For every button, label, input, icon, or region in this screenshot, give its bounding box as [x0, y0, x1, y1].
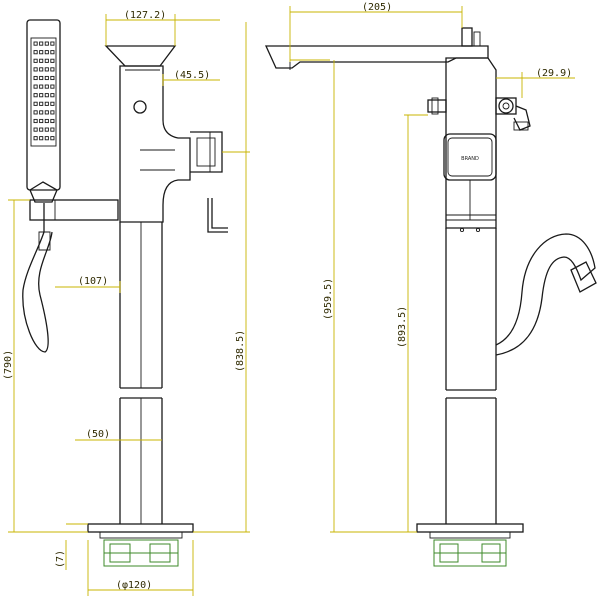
- side-brand-label: BRAND: [461, 156, 479, 162]
- shower-nozzle: [39, 84, 44, 89]
- dim-top-width: (127.2): [124, 10, 166, 21]
- shower-nozzle: [44, 58, 49, 63]
- shower-nozzle: [39, 41, 44, 46]
- shower-nozzle: [33, 75, 38, 81]
- shower-nozzle: [39, 93, 44, 98]
- shower-nozzle: [33, 50, 38, 55]
- shower-nozzle-grid: [33, 41, 55, 141]
- shower-nozzle: [33, 58, 38, 63]
- shower-nozzle: [50, 50, 55, 55]
- shower-nozzle: [44, 93, 49, 98]
- shower-nozzle: [44, 50, 49, 55]
- side-right-valve: [495, 97, 531, 131]
- dim-bracket-offset: (107): [78, 276, 108, 287]
- side-gooseneck-spout: [495, 233, 596, 356]
- dim-base-diameter: (φ120): [116, 580, 152, 591]
- shower-nozzle: [50, 75, 55, 81]
- shower-nozzle: [44, 127, 49, 132]
- dim-total-height-side: (959.5): [323, 278, 334, 320]
- shower-hose: [22, 203, 53, 353]
- shower-nozzle: [44, 67, 49, 72]
- front-column: [119, 222, 163, 524]
- shower-nozzle: [33, 101, 38, 106]
- side-upper-body: [445, 57, 497, 229]
- front-base: [87, 523, 194, 567]
- shower-nozzle: [33, 84, 38, 89]
- shower-nozzle: [33, 127, 38, 132]
- shower-nozzle: [44, 75, 49, 81]
- dim-spout-reach: (205): [362, 2, 392, 13]
- dim-valve-offset: (29.9): [536, 68, 572, 79]
- side-dimensions: (205) (29.9) (959.5) (893.5): [289, 2, 575, 533]
- shower-nozzle: [50, 67, 55, 72]
- shower-nozzle: [44, 41, 49, 46]
- dim-column-width: (50): [86, 429, 110, 440]
- shower-nozzle: [39, 50, 44, 55]
- front-valve-hole: [133, 100, 147, 114]
- side-view: BRAND: [264, 27, 597, 567]
- shower-nozzle: [39, 67, 44, 72]
- shower-nozzle: [44, 136, 49, 141]
- front-upper-body: [119, 65, 191, 223]
- hand-shower-head: [26, 19, 61, 203]
- shower-nozzle: [39, 127, 44, 132]
- shower-nozzle: [33, 41, 38, 46]
- dim-plate-thickness: (7): [55, 550, 66, 568]
- shower-nozzle: [50, 84, 55, 89]
- side-base: [416, 523, 524, 567]
- shower-nozzle: [33, 136, 38, 141]
- side-top-spout: [264, 45, 489, 69]
- dim-total-height-front: (838.5): [235, 330, 246, 372]
- shower-nozzle: [50, 110, 55, 115]
- shower-nozzle: [39, 101, 44, 106]
- shower-nozzle: [33, 67, 38, 72]
- shower-nozzle: [50, 93, 55, 98]
- shower-nozzle: [44, 118, 49, 124]
- shower-nozzle: [44, 110, 49, 115]
- shower-nozzle: [50, 127, 55, 132]
- dim-diverter-offset: (45.5): [174, 70, 210, 81]
- front-dimensions: (127.2) (45.5) (107) (50) (φ120) (7) (79…: [3, 10, 250, 596]
- front-view: [22, 19, 228, 567]
- side-spout-nozzle: [570, 261, 597, 293]
- front-spout-bowl: [104, 45, 177, 67]
- shower-holder-bracket: [29, 199, 119, 221]
- dim-hose-height: (790): [3, 350, 14, 380]
- shower-nozzle: [39, 58, 44, 63]
- shower-nozzle: [33, 118, 38, 124]
- shower-nozzle: [44, 101, 49, 106]
- dim-spout-height: (893.5): [397, 306, 408, 348]
- shower-nozzle: [39, 118, 44, 124]
- shower-nozzle: [44, 84, 49, 89]
- shower-nozzle: [39, 136, 44, 141]
- shower-nozzle: [50, 41, 55, 46]
- shower-nozzle: [39, 75, 44, 81]
- shower-nozzle: [50, 136, 55, 141]
- shower-nozzle: [33, 93, 38, 98]
- shower-nozzle: [50, 101, 55, 106]
- front-lever-handle: [207, 198, 228, 233]
- shower-nozzle: [33, 110, 38, 115]
- side-left-valve: [427, 97, 447, 115]
- shower-nozzle: [50, 118, 55, 124]
- shower-nozzle: [39, 110, 44, 115]
- side-column: [445, 180, 497, 524]
- shower-nozzle: [50, 58, 55, 63]
